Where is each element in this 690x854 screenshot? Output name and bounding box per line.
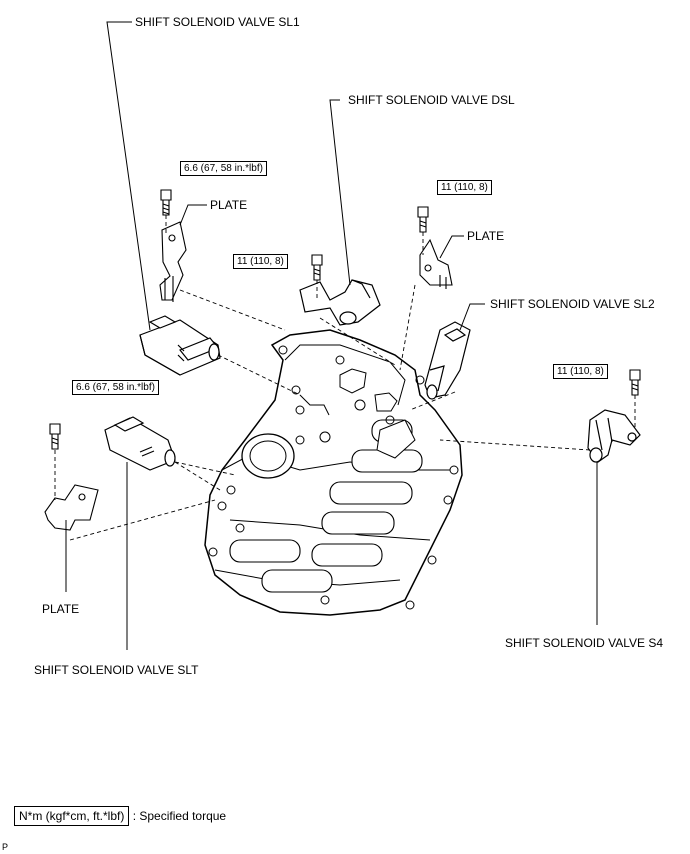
bolt-dsl: [311, 254, 323, 281]
bolt-slt: [49, 423, 61, 450]
solenoid-sl2: [424, 321, 471, 400]
solenoid-sl1: [139, 315, 221, 376]
label-sl2: SHIFT SOLENOID VALVE SL2: [490, 297, 655, 311]
solenoid-slt: [104, 416, 176, 471]
plate-right: [419, 238, 453, 289]
torque-s4-bolt: 11 (110, 8): [553, 364, 608, 379]
legend-unit-box: N*m (kgf*cm, ft.*lbf): [14, 806, 130, 826]
solenoid-s4: [587, 409, 641, 463]
legend-text: : Specified torque: [132, 809, 227, 823]
plate-bottom-left: [44, 484, 99, 531]
bolt-sl1: [160, 189, 172, 216]
torque-dsl-bolt: 11 (110, 8): [233, 254, 288, 269]
plate-top-left: [159, 221, 187, 302]
label-s4: SHIFT SOLENOID VALVE S4: [505, 636, 664, 650]
solenoid-dsl: [299, 279, 381, 326]
alignment-lines: [54, 215, 636, 541]
valve-body: [204, 329, 463, 616]
label-plate-right: PLATE: [467, 229, 505, 243]
torque-plate-right-bolt: 11 (110, 8): [437, 180, 492, 195]
figure-code: P: [2, 842, 9, 852]
torque-sl1-bolt: 6.6 (67, 58 in.*lbf): [180, 161, 267, 176]
torque-slt-bolt: 6.6 (67, 58 in.*lbf): [72, 380, 159, 395]
bolt-plate-right: [417, 206, 429, 233]
leader-lines: [65, 21, 598, 650]
bolt-s4: [629, 369, 641, 396]
label-sl1: SHIFT SOLENOID VALVE SL1: [135, 15, 300, 29]
torque-legend: N*m (kgf*cm, ft.*lbf) : Specified torque: [14, 806, 226, 826]
label-plate-top-left: PLATE: [210, 198, 248, 212]
label-plate-bottom-left: PLATE: [42, 602, 80, 616]
label-dsl: SHIFT SOLENOID VALVE DSL: [348, 93, 515, 107]
label-slt: SHIFT SOLENOID VALVE SLT: [34, 663, 199, 677]
